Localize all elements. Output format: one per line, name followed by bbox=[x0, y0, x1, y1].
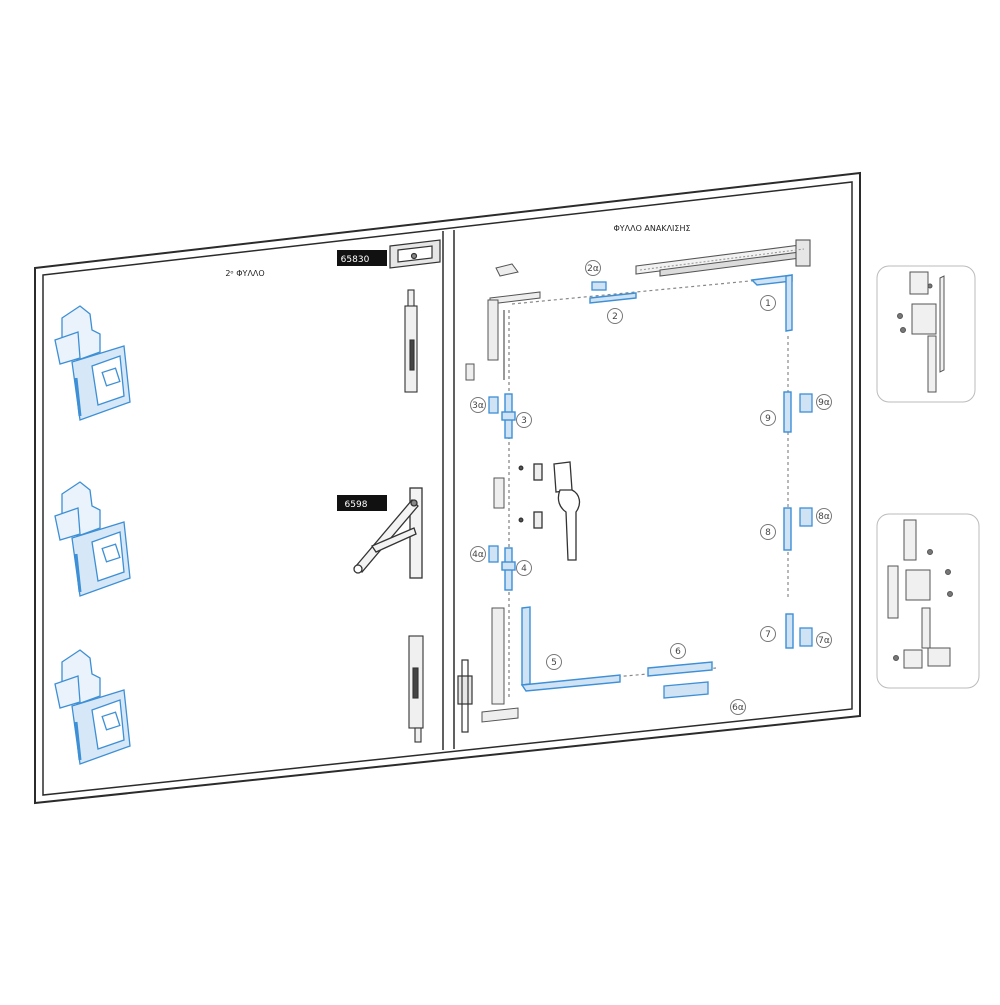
code-label-top-text: 65830 bbox=[341, 255, 370, 265]
part-8a bbox=[799, 507, 813, 527]
code-label-mid-text: 6598 bbox=[345, 500, 368, 510]
part-3a bbox=[488, 396, 499, 414]
corner-drive-1 bbox=[750, 274, 793, 332]
callouts: 2α 2 1 3α 3 9 9α 8 8α 4α 4 7 7α 5 6 6α bbox=[470, 260, 832, 715]
stay-arm-6598 bbox=[353, 487, 423, 579]
callout-9-text: 9 bbox=[765, 414, 771, 424]
callout-8: 8 bbox=[760, 524, 776, 540]
callout-6-text: 6 bbox=[675, 647, 681, 657]
small-keepers bbox=[465, 363, 519, 723]
part-4a bbox=[488, 545, 499, 563]
detail-inset-bottom bbox=[876, 513, 980, 689]
part-6a bbox=[663, 681, 709, 699]
flush-bolt-top bbox=[404, 289, 418, 393]
window-frame bbox=[34, 171, 861, 805]
left-rail-right-sash bbox=[503, 310, 510, 700]
callout-3a: 3α bbox=[470, 397, 486, 413]
callout-2-text: 2 bbox=[612, 312, 618, 322]
callout-4a-text: 4α bbox=[472, 550, 484, 560]
corner-drive-5 bbox=[520, 606, 621, 692]
top-stay-rail bbox=[635, 239, 811, 277]
part-2a bbox=[591, 281, 607, 291]
callout-9a-text: 9α bbox=[818, 398, 830, 408]
callout-7: 7 bbox=[760, 626, 776, 642]
right-sash-title: ΦΥΛΛΟ ΑΝΑΚΛΙΣΗΣ bbox=[613, 224, 690, 233]
callout-7a: 7α bbox=[816, 632, 832, 648]
part-8 bbox=[783, 507, 792, 551]
code-label-top: 65830 bbox=[337, 250, 387, 266]
part-3 bbox=[501, 393, 516, 439]
callout-6a-text: 6α bbox=[732, 703, 744, 713]
callout-6: 6 bbox=[670, 643, 686, 659]
part-4 bbox=[501, 547, 516, 591]
callout-8-text: 8 bbox=[765, 528, 771, 538]
part-7a bbox=[799, 627, 813, 647]
part-2 bbox=[589, 292, 637, 304]
detail-inset-top bbox=[876, 265, 976, 403]
callout-9: 9 bbox=[760, 410, 776, 426]
callout-5-text: 5 bbox=[551, 658, 557, 668]
callout-5: 5 bbox=[546, 654, 562, 670]
callout-7-text: 7 bbox=[765, 630, 771, 640]
callout-8a: 8α bbox=[816, 508, 832, 524]
hinge-assembly-left-top bbox=[54, 305, 131, 421]
callout-3: 3 bbox=[516, 412, 532, 428]
callout-2a-text: 2α bbox=[587, 264, 599, 274]
callout-1: 1 bbox=[760, 295, 776, 311]
part-9a bbox=[799, 393, 813, 413]
window-handle bbox=[518, 461, 581, 561]
callout-4-text: 4 bbox=[521, 564, 527, 574]
left-sash-title: 2ᵒ ΦΥΛΛΟ bbox=[225, 269, 264, 278]
hinge-assembly-left-bottom bbox=[54, 649, 131, 765]
callout-7a-text: 7α bbox=[818, 636, 830, 646]
callout-4: 4 bbox=[516, 560, 532, 576]
callout-3-text: 3 bbox=[521, 416, 527, 426]
callout-1-text: 1 bbox=[765, 299, 771, 309]
flush-bolt-bottom bbox=[408, 635, 424, 743]
callout-6a: 6α bbox=[730, 699, 746, 715]
callout-2a: 2α bbox=[585, 260, 601, 276]
top-hinge-gray bbox=[487, 263, 541, 361]
part-6 bbox=[647, 661, 713, 677]
part-7 bbox=[785, 613, 794, 649]
hinge-assembly-left-middle bbox=[54, 481, 131, 597]
top-rail-guide bbox=[511, 279, 761, 305]
code-label-mid: 6598 bbox=[337, 495, 387, 511]
callout-9a: 9α bbox=[816, 394, 832, 410]
strike-block-65830 bbox=[389, 239, 441, 269]
callout-2: 2 bbox=[607, 308, 623, 324]
callout-3a-text: 3α bbox=[472, 401, 484, 411]
part-9 bbox=[783, 391, 792, 433]
callout-4a: 4α bbox=[470, 546, 486, 562]
callout-8a-text: 8α bbox=[818, 512, 830, 522]
bottom-gray-lock bbox=[457, 659, 473, 733]
